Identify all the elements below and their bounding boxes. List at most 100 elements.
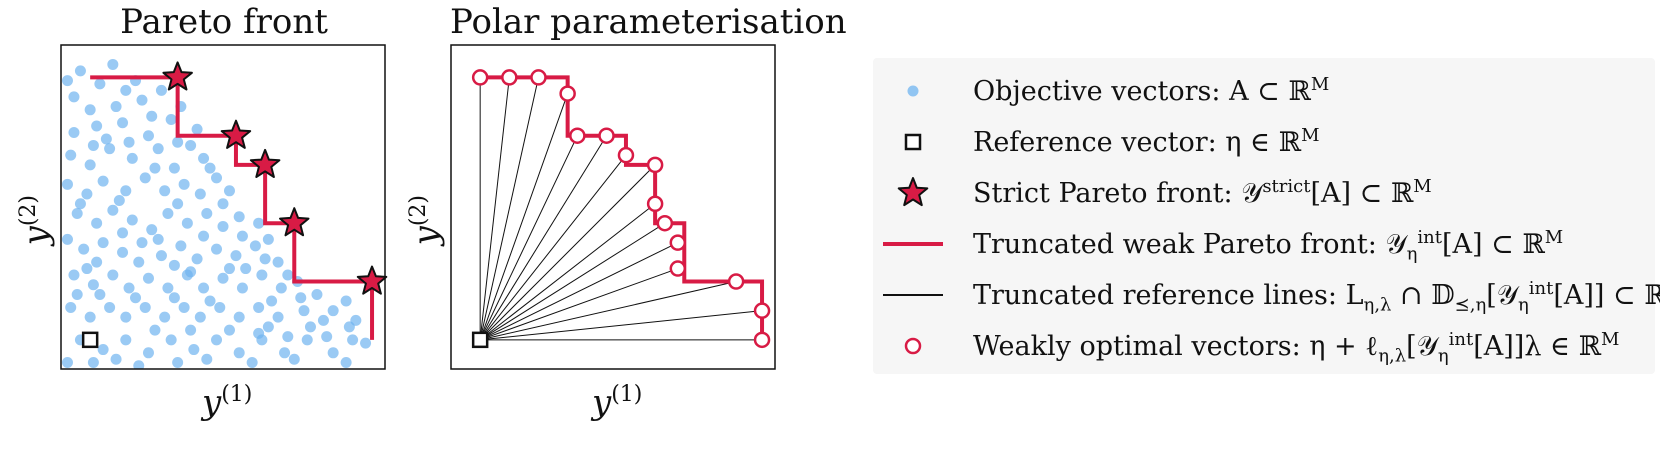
objective-vector-point: [133, 256, 145, 268]
objective-vector-point: [159, 311, 171, 323]
objective-vector-point: [71, 207, 83, 219]
objective-vector-point: [259, 253, 271, 265]
legend-item: Strict Pareto front: 𝒴strict[A] ⊂ ℝM: [873, 168, 1655, 218]
weakly-optimal-vector: [471, 69, 489, 86]
objective-vector-point: [168, 162, 180, 174]
weakly-optimal-vector: [646, 156, 664, 174]
objective-vector-point: [217, 220, 229, 232]
objective-vector-point: [236, 230, 248, 242]
square-icon: [904, 133, 922, 151]
objective-vector-point: [68, 269, 80, 281]
objective-vector-point: [275, 282, 287, 294]
weakly-optimal-vector: [569, 127, 586, 144]
strict-pareto-star: [249, 148, 281, 178]
truncated-weak-front-line: [480, 75, 765, 340]
weakly-optimal-vector: [669, 234, 687, 251]
reference-line: [479, 135, 578, 341]
objective-vector-point: [295, 292, 307, 304]
objective-vector-point: [107, 269, 119, 281]
objective-vector-point: [178, 301, 190, 313]
objective-vector-point: [253, 301, 265, 313]
objective-vector-point: [191, 123, 203, 135]
reference-line: [480, 310, 763, 341]
objective-vector-point: [146, 110, 158, 122]
objective-vector-point: [130, 292, 142, 304]
objective-vector-point: [256, 269, 268, 281]
objective-vector-point: [198, 152, 210, 164]
objective-vector-point: [185, 266, 197, 278]
objective-vector-point: [204, 295, 216, 307]
objective-vector-point: [288, 353, 300, 365]
weakly-optimal-vector: [530, 69, 547, 86]
objective-vector-point: [84, 311, 96, 323]
legend-item: Weakly optimal vectors: η + ℓη,λ[𝒴ηint[A…: [873, 321, 1655, 371]
objective-vector-point: [142, 347, 154, 359]
objective-vector-point: [236, 282, 248, 294]
objective-vector-point: [142, 272, 154, 284]
objective-vector-point: [152, 233, 164, 245]
dot-icon: [907, 85, 919, 97]
objective-vector-point: [223, 185, 235, 197]
objective-vector-point: [84, 104, 96, 116]
plot-frame-1: [60, 44, 386, 370]
objective-vector-point: [211, 334, 223, 346]
objective-vector-point: [223, 263, 235, 275]
objective-vector-point: [68, 91, 80, 103]
reference-vector-square: [471, 331, 489, 349]
objective-vector-point: [61, 75, 73, 87]
objective-vector-point: [94, 288, 106, 300]
objective-vector-point: [266, 295, 278, 307]
strict-pareto-star: [220, 119, 252, 149]
objective-vector-point: [87, 279, 99, 291]
objective-vector-point: [117, 227, 129, 239]
objective-vector-point: [123, 136, 135, 148]
objective-vector-point: [100, 133, 112, 145]
weakly-optimal-vector: [727, 273, 745, 290]
objective-vector-point: [211, 172, 223, 184]
objective-vector-point: [162, 282, 174, 294]
reference-line: [479, 77, 510, 340]
objective-vector-point: [282, 331, 294, 343]
objective-vector-point: [91, 217, 103, 229]
weakly-optimal-vector: [501, 69, 518, 86]
legend-label: Reference vector: η ∈ ℝM: [973, 125, 1320, 158]
reference-line: [480, 281, 737, 341]
objective-vector-point: [347, 334, 359, 346]
weakly-optimal-vector: [669, 260, 687, 277]
x-axis-label-2: y(1): [592, 382, 643, 423]
objective-vector-point: [107, 58, 119, 70]
objective-vector-point: [126, 152, 138, 164]
objective-vector-point: [327, 305, 339, 317]
objective-vector-point: [104, 143, 116, 155]
legend-item: Objective vectors: A ⊂ ℝM: [873, 66, 1655, 116]
objective-vector-point: [185, 139, 197, 151]
objective-vector-point: [61, 357, 73, 369]
objective-vector-point: [198, 230, 210, 242]
objective-vector-point: [185, 324, 197, 336]
objective-vector-point: [81, 263, 93, 275]
objective-vector-point: [204, 162, 216, 174]
objective-vector-point: [172, 198, 184, 210]
reference-line: [479, 135, 607, 341]
objective-vector-point: [61, 178, 73, 190]
objective-vector-point: [279, 347, 291, 359]
legend-item: Reference vector: η ∈ ℝM: [873, 117, 1655, 167]
objective-vector-point: [253, 217, 265, 229]
objective-vector-point: [136, 94, 148, 106]
reference-line: [479, 268, 678, 341]
objective-vector-point: [120, 84, 132, 96]
panel-title-pareto-front: Pareto front: [120, 2, 328, 42]
objective-vector-point: [104, 301, 116, 313]
objective-vector-point: [214, 301, 226, 313]
objective-vector-point: [97, 237, 109, 249]
strict-pareto-star: [356, 265, 388, 295]
legend-label: Weakly optimal vectors: η + ℓη,λ[𝒴ηint[A…: [973, 329, 1620, 367]
weakly-optimal-vector: [753, 331, 771, 349]
objective-vector-point: [217, 272, 229, 284]
objective-vector-point: [233, 311, 245, 323]
objective-vector-point: [120, 311, 132, 323]
thick-line-icon: [883, 242, 943, 246]
objective-vector-point: [298, 305, 310, 317]
objective-vector-point: [61, 233, 73, 245]
